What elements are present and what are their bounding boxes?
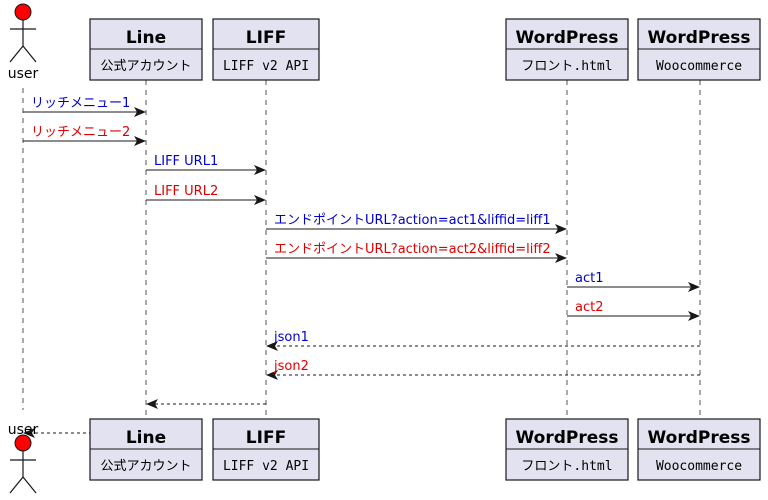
participant-line-bottom: Line 公式アカウント <box>89 418 203 481</box>
participant-wpwoo-top: WordPress Woocommerce <box>637 18 761 81</box>
participant-line-subtitle-bottom: 公式アカウント <box>100 459 191 474</box>
message-label: リッチメニュー1 <box>31 96 130 111</box>
actor-user-label-bottom: user <box>8 422 39 438</box>
participant-wpfront-subtitle-bottom: フロント.html <box>521 459 612 474</box>
message-label: act2 <box>575 300 603 315</box>
participant-wpwoo-title-bottom: WordPress <box>648 428 751 448</box>
message-label: エンドポイントURL?action=act1&liffid=liff1 <box>274 213 551 228</box>
message-1: リッチメニュー1 <box>23 96 146 117</box>
participant-line-subtitle: 公式アカウント <box>100 59 191 74</box>
participant-wpwoo-bottom: WordPress Woocommerce <box>637 418 761 481</box>
actor-user-bottom: user <box>8 422 39 494</box>
message-label: LIFF URL1 <box>154 154 218 169</box>
message-4: LIFF URL2 <box>146 184 266 205</box>
participant-wpfront-subtitle: フロント.html <box>521 59 612 74</box>
actor-user-label: user <box>8 66 39 82</box>
message-6: エンドポイントURL?action=act2&liffid=liff2 <box>266 242 567 263</box>
actor-user-top: user <box>8 3 39 82</box>
participant-wpwoo-title: WordPress <box>648 28 751 48</box>
participant-liff-bottom: LIFF LIFF v2 API <box>212 418 320 481</box>
participant-wpwoo-subtitle-bottom: Woocommerce <box>656 459 742 474</box>
message-10: json2 <box>266 359 700 380</box>
message-3: LIFF URL1 <box>146 154 266 175</box>
participant-liff-subtitle-bottom: LIFF v2 API <box>223 459 309 474</box>
participant-wpwoo-subtitle: Woocommerce <box>656 59 742 74</box>
participant-liff-title-bottom: LIFF <box>246 428 286 448</box>
participant-wpfront-top: WordPress フロント.html <box>505 18 629 81</box>
participant-line-title-bottom: Line <box>126 428 166 448</box>
participant-liff-title: LIFF <box>246 28 286 48</box>
participant-liff-subtitle: LIFF v2 API <box>223 59 309 74</box>
message-label: リッチメニュー2 <box>31 125 130 140</box>
actor-head-icon-bottom <box>14 434 32 452</box>
message-9: json1 <box>266 330 700 351</box>
participant-wpfront-bottom: WordPress フロント.html <box>505 418 629 481</box>
message-7: act1 <box>567 271 700 292</box>
participant-liff-top: LIFF LIFF v2 API <box>212 18 320 81</box>
message-8: act2 <box>567 300 700 321</box>
message-label: エンドポイントURL?action=act2&liffid=liff2 <box>274 242 551 257</box>
message-2: リッチメニュー2 <box>23 125 146 146</box>
message-label: json2 <box>273 359 309 374</box>
participant-wpfront-title-bottom: WordPress <box>516 428 619 448</box>
message-label: act1 <box>575 271 603 286</box>
actor-head-icon <box>14 3 32 21</box>
participant-line-title: Line <box>126 28 166 48</box>
message-label: LIFF URL2 <box>154 184 218 199</box>
participant-wpfront-title: WordPress <box>516 28 619 48</box>
message-5: エンドポイントURL?action=act1&liffid=liff1 <box>266 213 567 234</box>
message-label: json1 <box>273 330 309 345</box>
participant-line-top: Line 公式アカウント <box>89 18 203 81</box>
